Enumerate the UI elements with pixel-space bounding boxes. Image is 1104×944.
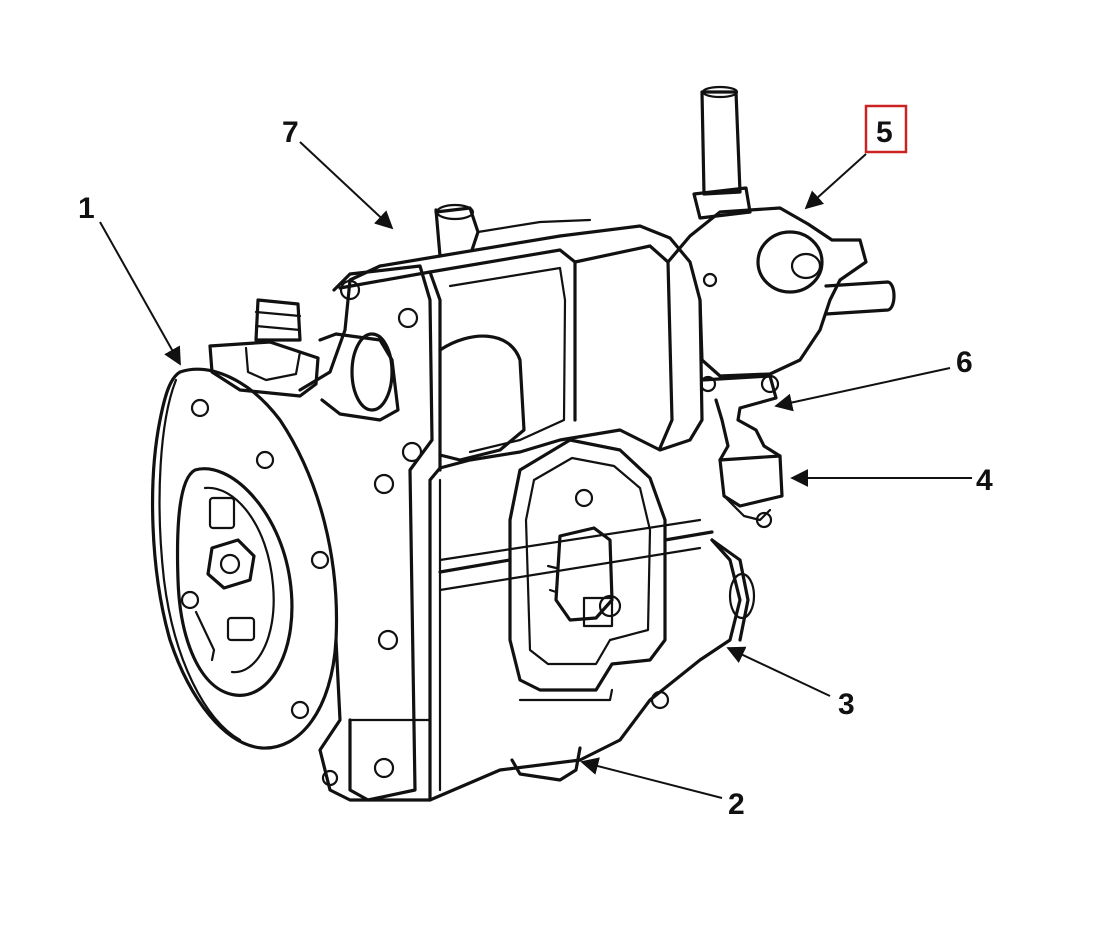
pump-illustration xyxy=(150,85,896,802)
callout-6: 6 xyxy=(956,346,973,379)
throttle-cover xyxy=(438,438,714,702)
arrow-7 xyxy=(299,141,394,230)
callout-labels: 1 7 5 6 4 3 2 xyxy=(78,104,993,821)
shutdown-valve-assembly xyxy=(650,85,896,710)
arrow-3 xyxy=(726,646,831,697)
arrow-6 xyxy=(774,367,951,412)
callout-2: 2 xyxy=(728,788,745,821)
callout-4: 4 xyxy=(976,464,993,497)
callout-arrows xyxy=(99,141,972,799)
pump-housing xyxy=(208,203,742,802)
callout-1: 1 xyxy=(78,192,95,225)
drive-flange xyxy=(150,367,339,750)
callout-5: 5 xyxy=(876,116,893,149)
arrow-5 xyxy=(804,153,867,210)
callout-5-highlight-box xyxy=(864,104,908,154)
callout-3: 3 xyxy=(838,688,855,721)
arrow-1 xyxy=(99,221,181,366)
callout-7: 7 xyxy=(282,116,299,149)
arrow-2 xyxy=(580,757,723,799)
